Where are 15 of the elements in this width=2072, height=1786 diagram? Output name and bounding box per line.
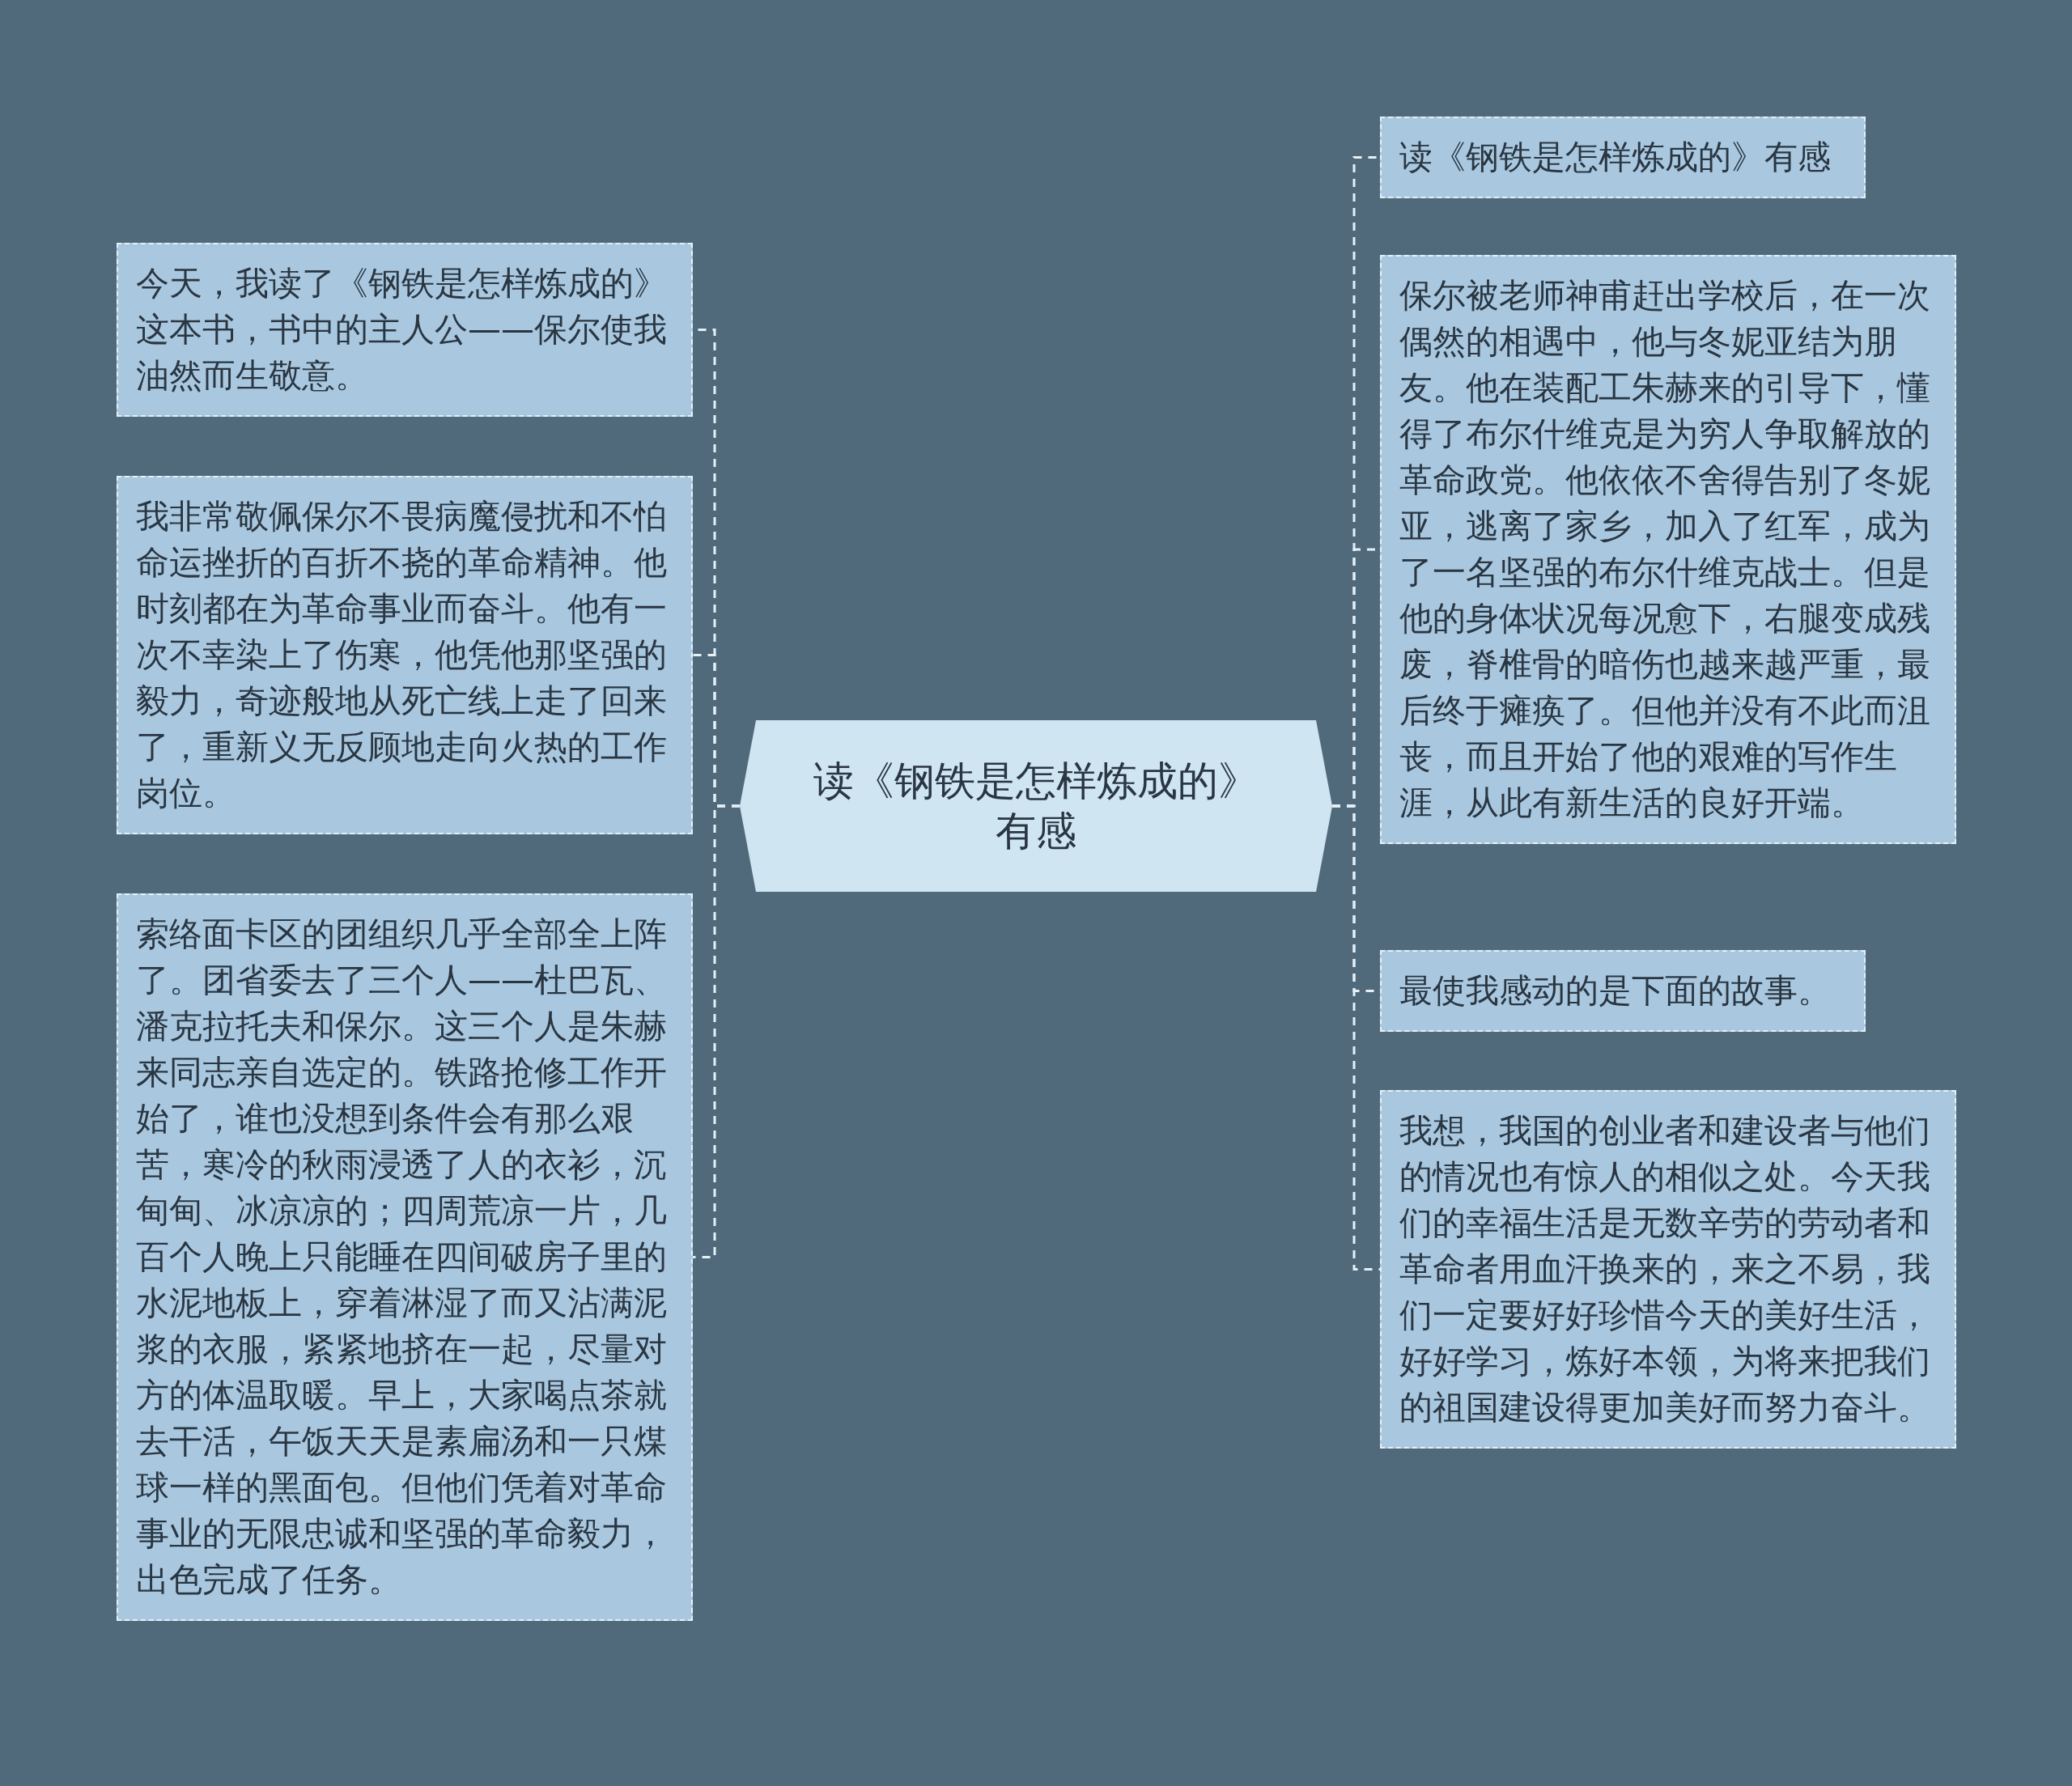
connector-line <box>693 804 740 1258</box>
topic-title: 读《钢铁是怎样炼成的》有感 <box>813 757 1259 856</box>
paragraph-text: 最使我感动的是下面的故事。 <box>1399 970 1832 1012</box>
paragraph-text: 索络面卡区的团组织几乎全部全上阵了。团省委去了三个人——杜巴瓦、潘克拉托夫和保尔。这三个人是朱赫来同志亲自选定的。铁路抢修工作开始了，谁也没想到条件会有那么艰苦，寒冷的秋雨浸透了人的衣衫，沉甸甸、冰凉凉的；四周荒凉一片，几百个人晚上只能睡在四间破房子里的水泥地板上，穿着淋湿了而又沾满泥浆的衣服，紧紧地挤在一起，尽量对方的体温取暖。早上，大家喝点茶就去干活，午饭天天是素扁汤和一只煤球一样的黑面包。但他们凭着对革命事业的无限忠诚和坚强的革命毅力，出色完成了任务。 <box>136 914 668 1601</box>
topic-card <box>117 243 693 417</box>
topic-card <box>117 476 693 834</box>
connector-line <box>1332 804 1380 1271</box>
topic-card <box>1380 950 1866 1032</box>
paragraph-text: 今天，我读了《钢铁是怎样炼成的》这本书，书中的主人公——保尔使我油然而生敬意。 <box>136 263 668 397</box>
topic-card <box>1380 1090 1956 1449</box>
paragraph-text: 我想，我国的创业者和建设者与他们的情况也有惊人的相似之处。今天我们的幸福生活是无数辛劳的劳动者和革命者用血汗换来的，来之不易，我们一定要好好珍惜今天的美好生活，好好学习，炼好本领，为将来把我们的祖国建设得更加美好而努力奋斗。 <box>1399 1110 1931 1428</box>
topic-card <box>1380 117 1866 198</box>
paragraph-text: 读《钢铁是怎样炼成的》有感 <box>1399 137 1832 178</box>
paragraph-text: 保尔被老师神甫赶出学校后，在一次偶然的相遇中，他与冬妮亚结为朋友。他在装配工朱赫来的引导下，懂得了布尔什维克是为穷人争取解放的革命政党。他依依不舍得告别了冬妮亚，逃离了家乡，加入了红军，成为了一名坚强的布尔什维克战士。但是他的身体状况每况愈下，右腿变成残废，脊椎骨的暗伤也越来越严重，最后终于瘫痪了。但他并没有不此而沮丧，而且开始了他的艰难的写作生涯，从此有新生活的良好开端。 <box>1399 275 1931 824</box>
paragraph-text: 我非常敬佩保尔不畏病魔侵扰和不怕命运挫折的百折不挠的革命精神。他时刻都在为革命事业而奋斗。他有一次不幸染上了伤寒，他凭他那坚强的毅力，奇迹般地从死亡线上走了回来了，重新义无反顾地走向火热的工作岗位。 <box>136 496 668 814</box>
